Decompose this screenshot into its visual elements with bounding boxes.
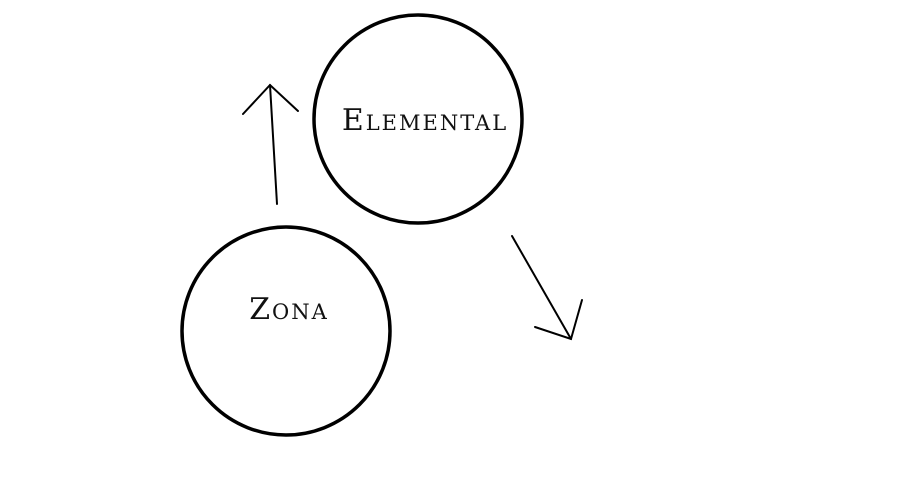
arrow-up-head: [242, 83, 299, 115]
zona-label: Zona: [249, 292, 329, 327]
zona-circle: [180, 225, 392, 437]
arrow-down-right: [511, 235, 583, 341]
elemental-label: Elemental: [342, 103, 508, 138]
arrow-down-right-head: [534, 299, 583, 341]
arrow-down-right-shaft: [511, 235, 572, 340]
node-zona: Zona: [180, 225, 392, 437]
elemental-circle: [312, 13, 524, 225]
arrow-up-shaft: [269, 84, 278, 205]
arrow-up: [242, 83, 299, 205]
node-elemental: Elemental: [312, 13, 524, 225]
